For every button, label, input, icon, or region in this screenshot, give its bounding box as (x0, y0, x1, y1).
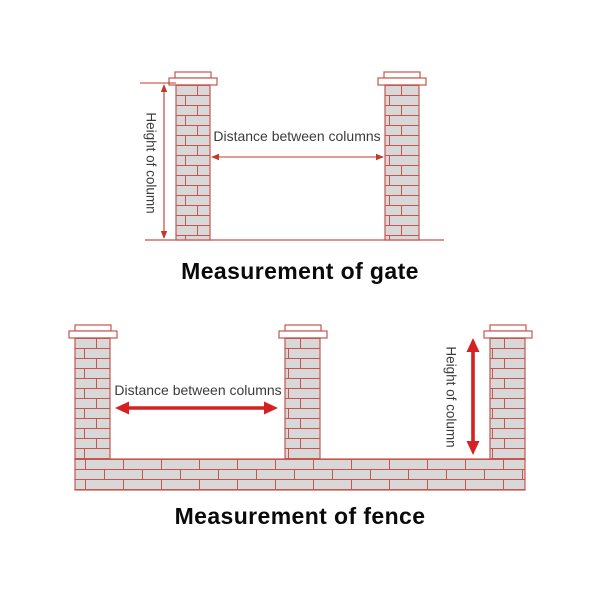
gate-left-column (168, 71, 218, 241)
fence-left-column-cap-slab (68, 330, 118, 339)
gate-left-column-body (175, 84, 211, 241)
gate-distance-label: Distance between columns (213, 128, 380, 144)
fence-wall (74, 458, 526, 491)
gate-right-column-cap-top (383, 71, 421, 79)
fence-right-column-body (489, 337, 526, 461)
fence-distance-arrow (115, 401, 278, 415)
gate-title: Measurement of gate (181, 258, 419, 284)
fence-right-column (483, 324, 533, 461)
gate-distance-arrow (211, 153, 384, 161)
fence-middle-column-cap-slab (278, 330, 328, 339)
fence-distance-label: Distance between columns (114, 382, 281, 398)
gate-left-column-cap-slab (168, 77, 218, 86)
fence-right-column-cap-slab (483, 330, 533, 339)
fence-height-label: Height of column (443, 346, 458, 447)
fence-middle-column (278, 324, 328, 461)
gate-height-label: Height of column (143, 112, 158, 213)
fence-left-column (68, 324, 118, 461)
gate-right-column-cap-slab (377, 77, 427, 86)
gate-height-arrow (140, 82, 176, 239)
fence-height-arrow (466, 338, 480, 455)
fence-title: Measurement of fence (174, 503, 426, 529)
fence-right-column-cap-top (489, 324, 527, 332)
gate-right-column-body (384, 84, 420, 241)
fence-middle-column-body (284, 337, 321, 461)
gate-right-column (377, 71, 427, 241)
gate-left-column-cap-top (174, 71, 212, 79)
fence-middle-column-cap-top (284, 324, 322, 332)
fence-left-column-body (74, 337, 111, 461)
fence-diagram: Distance between columns Height of colum… (68, 324, 533, 491)
gate-diagram: Height of column Distance between column… (140, 71, 444, 241)
fence-left-column-cap-top (74, 324, 112, 332)
